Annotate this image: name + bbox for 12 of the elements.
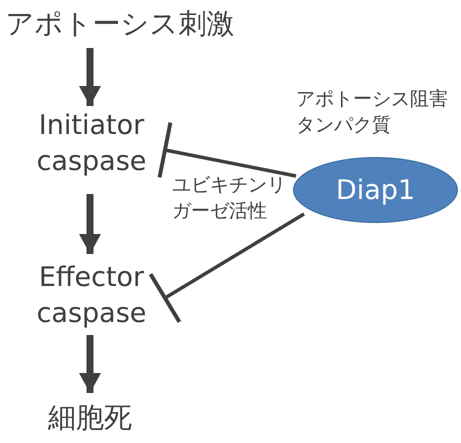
inhibition-line — [158, 122, 296, 178]
protein-name: Diap1 — [336, 174, 416, 208]
step-text: アポトーシス刺激 — [4, 6, 236, 42]
step-text: Effector caspase — [36, 261, 148, 331]
arrow — [79, 194, 101, 254]
step-text: Initiator caspase — [36, 109, 148, 179]
arrow — [79, 335, 101, 393]
step-text: 細胞死 — [47, 400, 133, 436]
arrow — [79, 48, 101, 106]
inhibition-line — [148, 212, 305, 323]
activity-label: ユビキチンリガーゼ活性 — [172, 173, 287, 224]
protein-caption: アポトーシス阻害タンパク質 — [296, 87, 449, 138]
